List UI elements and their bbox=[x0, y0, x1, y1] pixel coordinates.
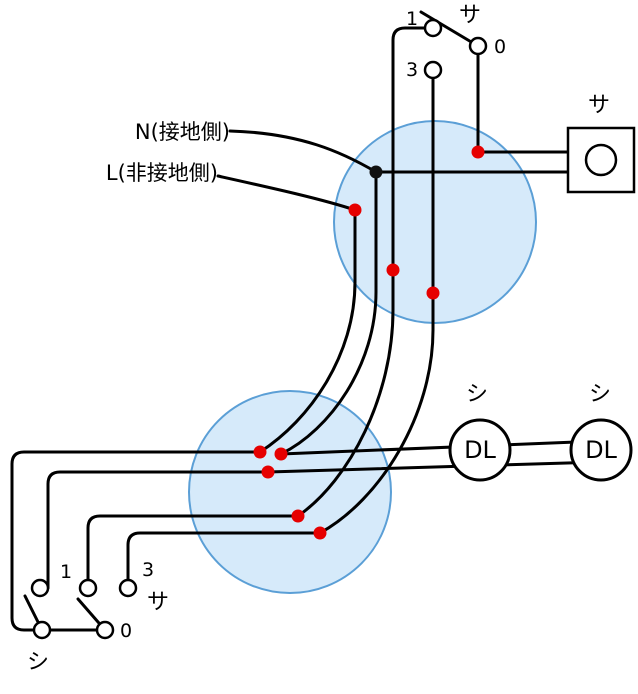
bottom-switch-name: サ bbox=[147, 590, 169, 615]
downlight-2-label: シ bbox=[589, 382, 611, 407]
connector-dot-1-bottom bbox=[291, 509, 305, 523]
wire-live-drop bbox=[258, 208, 357, 454]
wire-neutral-drop bbox=[279, 170, 378, 456]
labels: N(接地側) L(非接地側) サ 1 0 3 サ シ シ DL DL 1 3 0… bbox=[27, 3, 618, 675]
wires bbox=[10, 26, 603, 632]
wire-downlight-live bbox=[266, 460, 603, 474]
wire-bottom3 bbox=[126, 531, 322, 590]
downlight-2-text: DL bbox=[585, 436, 617, 464]
ceiling-outlet-label: サ bbox=[588, 93, 610, 118]
connector-dot-3-bottom bbox=[313, 526, 327, 540]
source-joint-dot bbox=[369, 165, 383, 179]
connector-dot-live-bottom bbox=[253, 445, 267, 459]
bottom-junction-box bbox=[188, 390, 392, 594]
top-terminal-0 bbox=[468, 36, 488, 56]
single-switch-terminal-bottom bbox=[32, 620, 52, 640]
connector-dot-3-top bbox=[426, 286, 440, 300]
wire-live-source bbox=[216, 174, 357, 212]
live-label: L(非接地側) bbox=[106, 161, 218, 185]
downlight-1-label: シ bbox=[466, 382, 488, 407]
bottom-terminal-3-label: 3 bbox=[142, 559, 154, 581]
bottom-three-way-switch bbox=[78, 578, 138, 640]
connector-dot-lamp bbox=[471, 145, 485, 159]
wire-1-link bbox=[296, 268, 395, 518]
connector-dot-switch-return bbox=[261, 465, 275, 479]
bottom-terminal-0-label: 0 bbox=[120, 620, 132, 642]
wire-switch-return bbox=[46, 470, 270, 590]
downlights bbox=[448, 418, 633, 482]
wire-bottom1 bbox=[86, 514, 300, 590]
single-switch-name: シ bbox=[27, 650, 49, 675]
connector-dot-1-top bbox=[386, 263, 400, 277]
bottom-terminal-1-label: 1 bbox=[60, 561, 72, 583]
downlight-1-text: DL bbox=[464, 436, 496, 464]
downlight-1 bbox=[448, 418, 512, 482]
single-switch bbox=[30, 578, 52, 640]
wire-live-feed bbox=[10, 450, 262, 632]
top-terminal-1 bbox=[423, 18, 443, 38]
top-terminal-3 bbox=[423, 60, 443, 80]
wire-top1-drop bbox=[391, 26, 435, 272]
top-terminal-1-label: 1 bbox=[406, 8, 418, 30]
bottom-terminal-1 bbox=[78, 578, 98, 598]
neutral-label: N(接地側) bbox=[135, 120, 230, 144]
top-switch-name: サ bbox=[459, 3, 481, 28]
top-terminal-0-label: 0 bbox=[494, 36, 506, 58]
ceiling-outlet-circle bbox=[584, 143, 618, 177]
wire-top0-to-outlet bbox=[476, 44, 570, 154]
top-three-way-switch bbox=[423, 18, 488, 80]
wire-downlight-neutral bbox=[279, 439, 603, 456]
top-switch-blade bbox=[419, 10, 480, 48]
connector-dot-neutral-bottom bbox=[274, 447, 288, 461]
ceiling-outlet bbox=[566, 126, 636, 194]
bottom-terminal-3 bbox=[118, 578, 138, 598]
connectors bbox=[253, 145, 485, 540]
bottom-terminal-0 bbox=[95, 620, 115, 640]
wire-3-link bbox=[318, 291, 435, 535]
connector-dot-live bbox=[348, 203, 362, 217]
single-switch-terminal-top bbox=[30, 578, 50, 598]
downlight-2 bbox=[569, 418, 633, 482]
top-terminal-3-label: 3 bbox=[406, 59, 418, 81]
